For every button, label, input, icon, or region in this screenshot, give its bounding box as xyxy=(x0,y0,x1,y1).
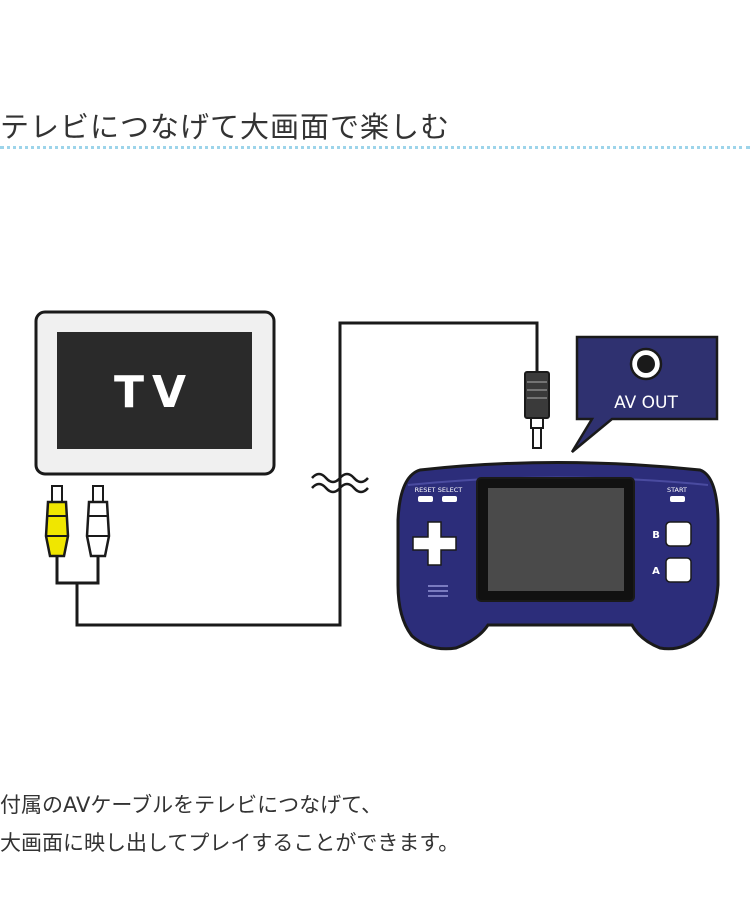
white-rca-plug xyxy=(85,485,111,558)
av-out-callout: AV OUT xyxy=(570,335,719,453)
a-label: A xyxy=(652,566,660,577)
description-line-2: 大画面に映し出してプレイすることができます。 xyxy=(0,831,460,855)
heading-divider xyxy=(0,146,750,149)
b-label: B xyxy=(652,530,660,541)
av-mini-plug xyxy=(524,371,550,449)
description: 付属のAVケーブルをテレビにつなげて、 大画面に映し出してプレイすることができま… xyxy=(0,786,459,862)
tv-label: TV xyxy=(114,367,194,418)
av-out-label: AV OUT xyxy=(614,393,678,413)
select-label: SELECT xyxy=(438,486,462,494)
tv-set: TV xyxy=(34,310,276,476)
av-cable xyxy=(55,321,539,627)
start-label: START xyxy=(667,486,687,494)
tv-connection-illustration: TV AV OUT RESET xyxy=(34,310,720,651)
description-line-1: 付属のAVケーブルをテレビにつなげて、 xyxy=(0,793,383,817)
reset-label: RESET xyxy=(415,486,436,494)
section-heading: テレビにつなげて大画面で楽しむ xyxy=(0,110,451,144)
yellow-rca-plug xyxy=(44,485,70,558)
game-console: RESET SELECT START B A xyxy=(396,461,720,651)
cable-break-mark xyxy=(311,472,369,494)
